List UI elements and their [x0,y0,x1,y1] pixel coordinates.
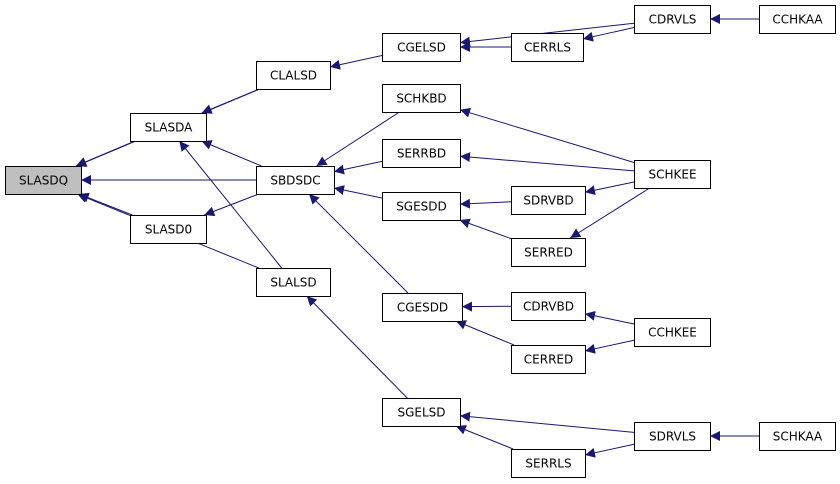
node-slasdq[interactable]: SLASDQ [5,166,82,195]
node-box-slasdq[interactable] [5,166,82,195]
node-sdrvbd[interactable]: SDRVBD [511,186,586,215]
node-box-serrbd[interactable] [382,139,461,168]
edge-cchkee-to-cerred [584,339,635,354]
node-box-clalsd[interactable] [256,61,331,90]
nodes: SLASDQ SLASDA SLASD0 CLALSD SBDSDC SLALSD CGEL… [5,5,836,478]
edge-schkee-to-sdrvbd [584,181,635,196]
node-box-slasd0[interactable] [130,215,207,244]
edge-cdrvls-to-cgelsd [459,22,635,47]
node-label-cchkaa: CCHKAA [772,13,823,27]
edge-cgesdd-to-sbdsdc [308,193,409,294]
node-label-sdrvls: SDRVLS [649,430,696,444]
node-box-cgesdd[interactable] [382,293,463,322]
node-box-cerred[interactable] [511,345,586,374]
edge-sgelsd-to-slalsd [306,295,408,399]
edge-cchkee-to-cdrvbd [584,310,635,325]
node-slasd0[interactable]: SLASD0 [130,215,207,244]
node-label-sgesdd: SGESDD [396,200,447,214]
node-label-cgelsd: CGELSD [397,41,446,55]
node-box-cdrvls[interactable] [634,5,711,34]
edge-schkee-to-schkbd [459,107,635,163]
edge-sdrvbd-to-sgesdd [459,198,512,209]
node-box-cchkaa[interactable] [759,5,836,34]
edge-cgelsd-to-clalsd [329,55,383,70]
node-box-sgelsd[interactable] [382,398,461,427]
node-label-slalsd: SLALSD [270,276,316,290]
node-label-schkee: SCHKEE [648,168,696,182]
node-cerrls[interactable]: CERRLS [511,33,584,62]
node-label-clalsd: CLALSD [270,69,317,83]
node-box-sdrvbd[interactable] [511,186,586,215]
edge-serrbd-to-sbdsdc [333,160,383,175]
node-schkaa[interactable]: SCHKAA [759,422,836,451]
node-label-cdrvbd: CDRVBD [523,300,574,314]
node-label-slasda: SLASDA [145,121,193,135]
node-box-slalsd[interactable] [256,268,331,297]
node-box-cchkee[interactable] [634,318,711,347]
node-box-cdrvbd[interactable] [511,292,586,321]
node-label-sbdsdc: SBDSDC [270,174,320,188]
node-cgesdd[interactable]: CGESDD [382,293,463,322]
node-sgesdd[interactable]: SGESDD [382,192,461,221]
node-box-slasda[interactable] [130,113,207,142]
node-box-sdrvls[interactable] [634,422,711,451]
node-label-cerred: CERRED [524,353,573,367]
node-cerred[interactable]: CERRED [511,345,586,374]
node-serrls[interactable]: SERRLS [511,449,586,478]
node-box-schkee[interactable] [634,160,711,189]
node-cgelsd[interactable]: CGELSD [382,33,461,62]
node-sgelsd[interactable]: SGELSD [382,398,461,427]
node-box-schkaa[interactable] [759,422,836,451]
node-cdrvls[interactable]: CDRVLS [634,5,711,34]
node-schkee[interactable]: SCHKEE [634,160,711,189]
node-label-cgesdd: CGESDD [397,301,448,315]
edge-sdrvls-to-serrls [584,443,635,458]
node-sdrvls[interactable]: SDRVLS [634,422,711,451]
node-serrbd[interactable]: SERRBD [382,139,461,168]
node-label-schkbd: SCHKBD [396,92,446,106]
node-label-sgelsd: SGELSD [397,406,445,420]
edge-cerred-to-cgesdd [455,320,515,346]
node-schkbd[interactable]: SCHKBD [382,84,461,113]
edge-schkee-to-serrbd [459,152,635,172]
node-label-serred: SERRED [524,246,573,260]
node-cdrvbd[interactable]: CDRVBD [511,292,586,321]
edge-sdrvls-to-sgelsd [459,411,635,433]
edge-clalsd-to-slasda [201,88,260,114]
node-box-sgesdd[interactable] [382,192,461,221]
node-slasda[interactable]: SLASDA [130,113,207,142]
node-label-serrls: SERRLS [525,457,571,471]
node-box-serred[interactable] [511,238,586,267]
node-label-cchkee: CCHKEE [648,326,697,340]
node-serred[interactable]: SERRED [511,238,586,267]
node-cchkee[interactable]: CCHKEE [634,318,711,347]
edge-sgesdd-to-sbdsdc [333,185,383,199]
node-label-sdrvbd: SDRVBD [523,194,573,208]
edge-sbdsdc-to-slasda [201,140,262,167]
node-label-serrbd: SERRBD [397,147,446,161]
edge-cdrvls-to-cerrls [582,27,635,42]
node-box-schkbd[interactable] [382,84,461,113]
edge-sbdsdc-to-slasd0 [204,193,259,217]
edge-serrls-to-sgelsd [455,425,514,450]
node-box-cgelsd[interactable] [382,33,461,62]
node-label-cdrvls: CDRVLS [649,13,697,27]
node-label-slasd0: SLASD0 [145,223,192,237]
node-label-cerrls: CERRLS [524,41,571,55]
node-slalsd[interactable]: SLALSD [256,268,331,297]
node-box-cerrls[interactable] [511,33,584,62]
edge-serred-to-sgesdd [459,218,512,240]
node-box-serrls[interactable] [511,449,586,478]
edge-schkbd-to-sbdsdc [316,111,400,167]
node-label-slasdq: SLASDQ [19,174,68,188]
node-clalsd[interactable]: CLALSD [256,61,331,90]
edge-slasd0-to-slasdq [78,192,133,216]
node-cchkaa[interactable]: CCHKAA [759,5,836,34]
node-label-schkaa: SCHKAA [773,430,823,444]
node-sbdsdc[interactable]: SBDSDC [256,166,335,195]
edge-schkee-to-serred [569,187,651,239]
node-box-sbdsdc[interactable] [256,166,335,195]
